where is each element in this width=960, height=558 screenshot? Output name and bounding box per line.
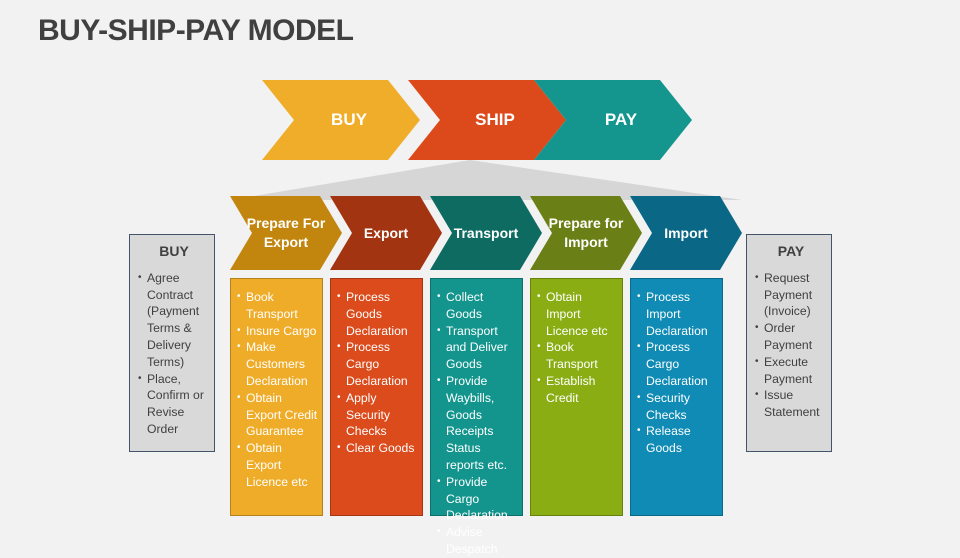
step-item: Obtain Export Licence etc: [237, 440, 318, 490]
buy-item: Agree Contract (Payment Terms & Delivery…: [138, 270, 210, 371]
step-chevron: [630, 196, 742, 270]
stage-label: PAY: [604, 110, 638, 129]
step-label: Import: [664, 224, 708, 241]
step-item: Advise Despatch: [437, 524, 518, 558]
step-label: Prepare For Export: [246, 215, 326, 250]
step-item: Security Checks: [637, 390, 718, 424]
step-label: Transport: [453, 224, 519, 241]
step-item: Release Goods: [637, 423, 718, 457]
stage-label: BUY: [331, 110, 367, 129]
step-chevron: [230, 196, 342, 270]
step-chevron: [330, 196, 442, 270]
step-chevron: [530, 196, 642, 270]
pay-box: PAY Request Payment (Invoice) Order Paym…: [746, 234, 832, 452]
step-detail-box: Collect GoodsTransport and Deliver Goods…: [430, 278, 523, 556]
step-detail-box: Process Import DeclarationProcess Cargo …: [630, 278, 723, 516]
step-detail-box: Book TransportInsure CargoMake Customers…: [230, 278, 323, 516]
page-title: BUY-SHIP-PAY MODEL: [38, 14, 354, 47]
stage-label: SHIP: [475, 110, 515, 129]
step-item: Book Transport: [537, 339, 618, 373]
diagram-shapes: [230, 80, 742, 270]
step-item: Obtain Export Credit Guarantee: [237, 390, 318, 440]
pay-box-title: PAY: [777, 243, 805, 259]
stage-chevron-pay: [534, 80, 692, 160]
step-label: Export: [363, 224, 409, 241]
buy-box-title: BUY: [159, 243, 189, 259]
step-item: Process Import Declaration: [637, 289, 718, 339]
pay-item: Request Payment (Invoice): [755, 270, 827, 320]
step-label: Prepare for Import: [548, 215, 624, 250]
step-item: Establish Credit: [537, 373, 618, 407]
step-item: Insure Cargo: [237, 323, 318, 340]
stage-chevron-ship: [408, 80, 566, 160]
step-item: Process Cargo Declaration: [637, 339, 718, 389]
step-item: Clear Goods: [337, 440, 418, 457]
step-detail-box: Obtain Import Licence etcBook TransportE…: [530, 278, 623, 516]
step-item: Provide Waybills, Goods Receipts Status …: [437, 373, 518, 474]
step-item: Process Goods Declaration: [337, 289, 418, 339]
stage-chevron-buy: [262, 80, 420, 160]
step-item: Make Customers Declaration: [237, 339, 318, 389]
step-item: Apply Security Checks: [337, 390, 418, 440]
pay-item: Execute Payment: [755, 354, 827, 388]
step-item: Collect Goods: [437, 289, 518, 323]
step-item: Transport and Deliver Goods: [437, 323, 518, 373]
step-item: Process Cargo Declaration: [337, 339, 418, 389]
buy-box: BUY Agree Contract (Payment Terms & Deli…: [129, 234, 215, 452]
buy-item: Place, Confirm or Revise Order: [138, 371, 210, 438]
step-item: Obtain Import Licence etc: [537, 289, 618, 339]
ship-fan-connector: [230, 160, 742, 200]
pay-item: Issue Statement: [755, 387, 827, 421]
step-detail-box: Process Goods DeclarationProcess Cargo D…: [330, 278, 423, 516]
step-item: Provide Cargo Declaration: [437, 474, 518, 524]
pay-item: Order Payment: [755, 320, 827, 354]
step-chevron: [430, 196, 542, 270]
step-item: Book Transport: [237, 289, 318, 323]
